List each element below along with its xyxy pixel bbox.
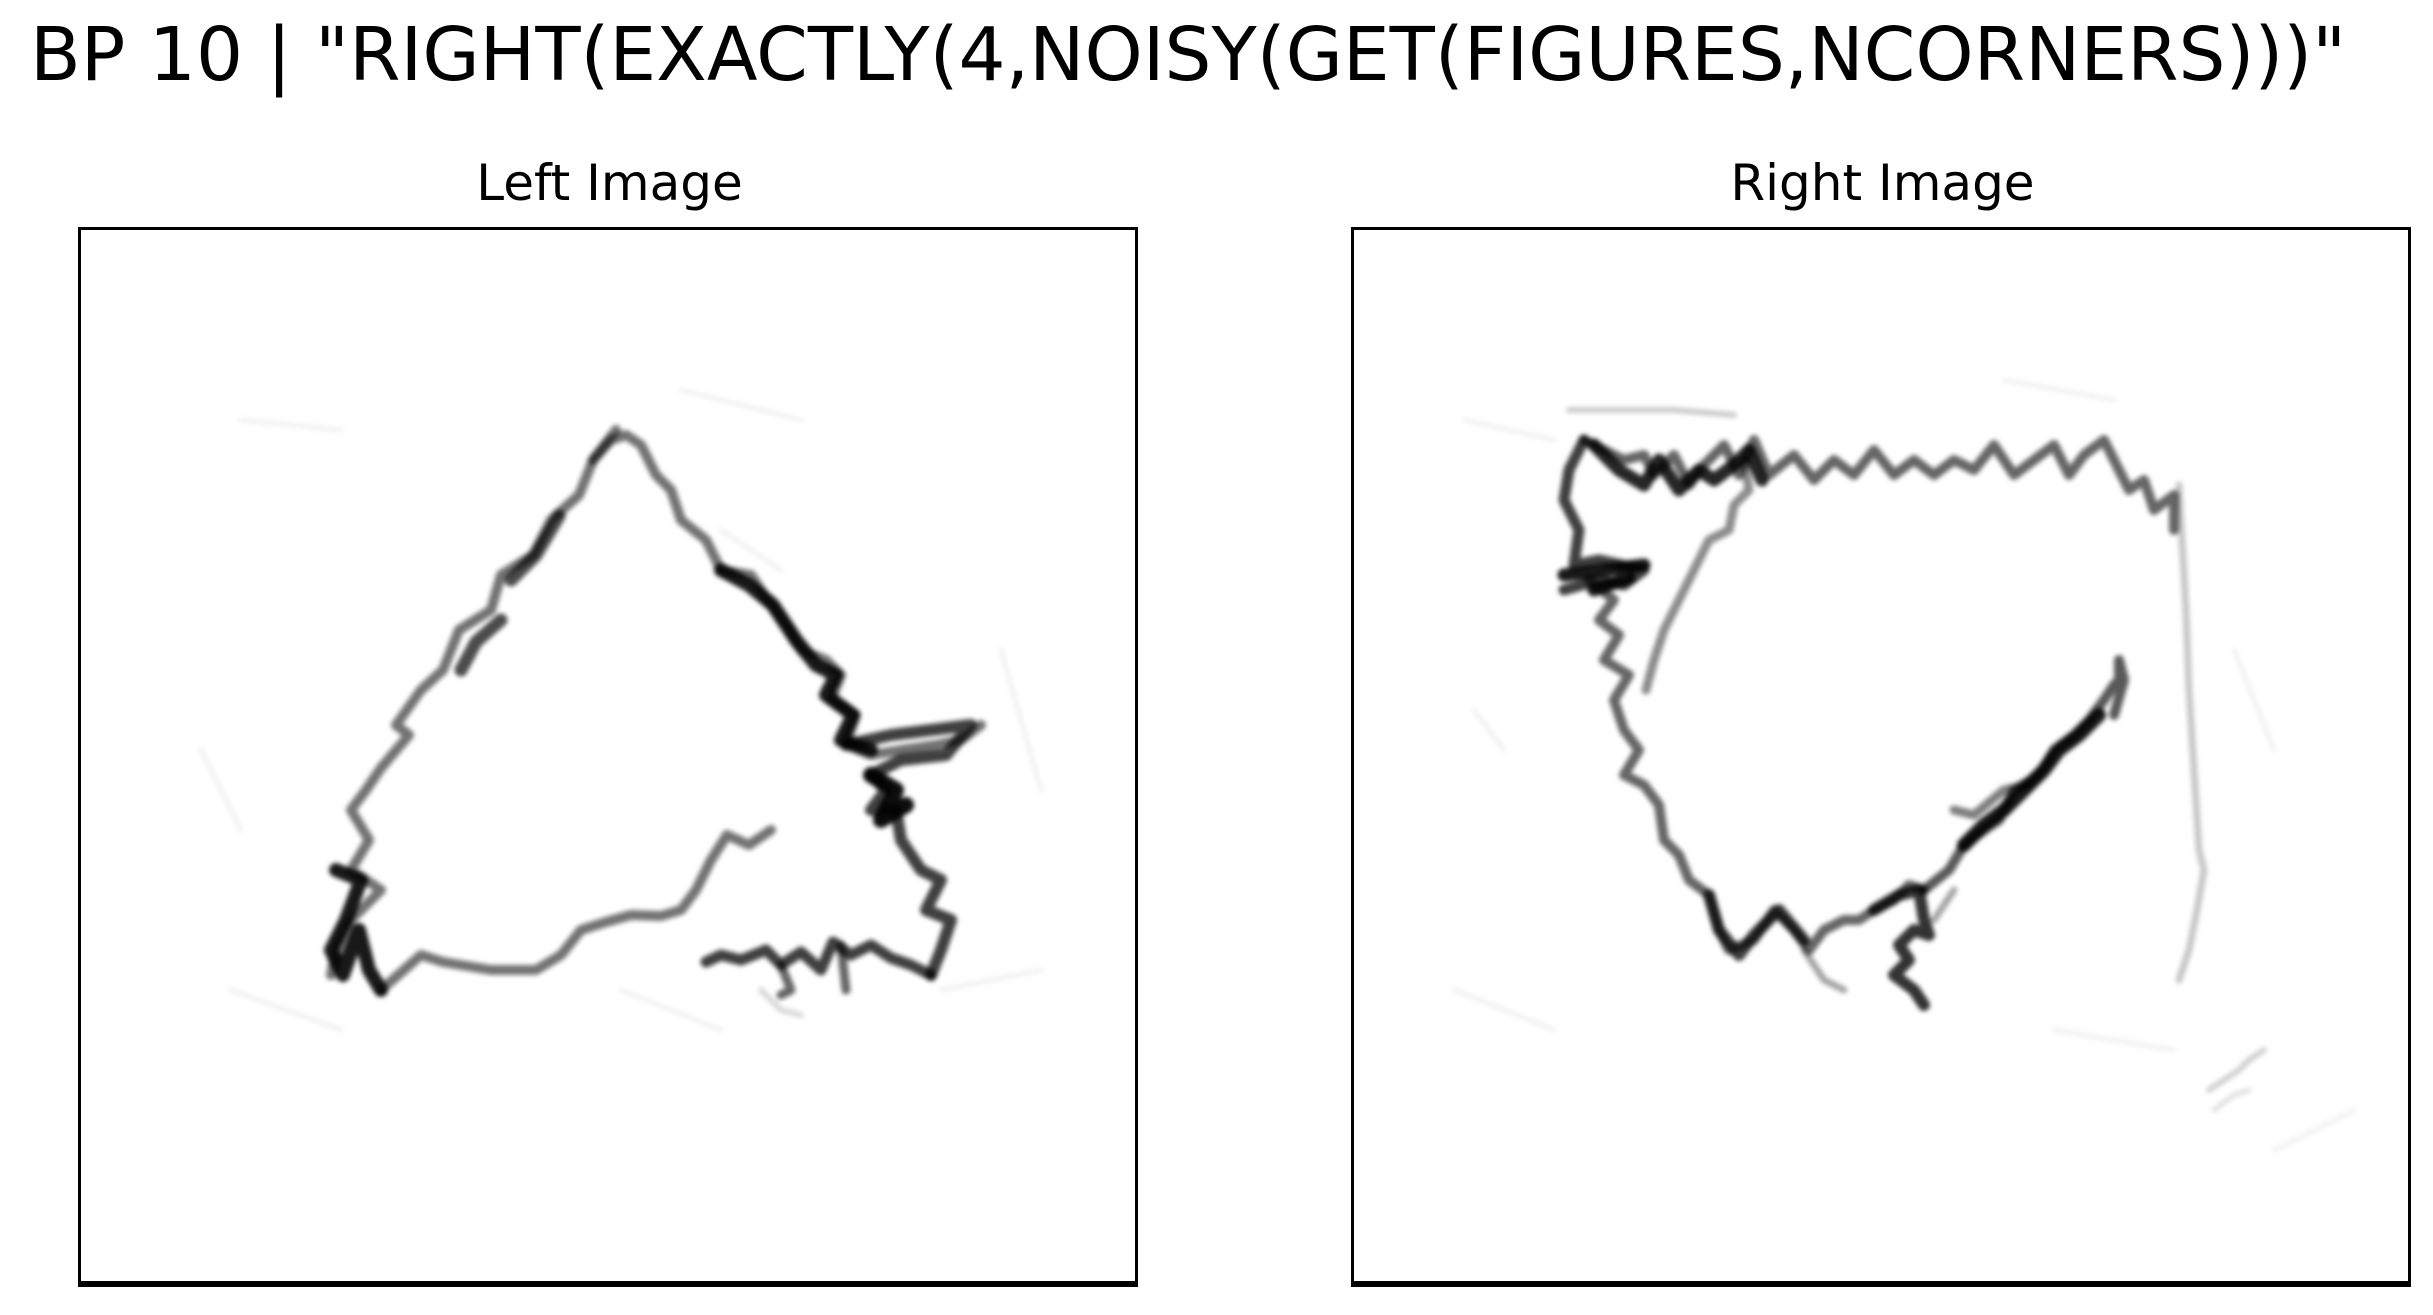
noisy-triangle-figure — [198, 387, 1044, 1033]
left-panel-title: Left Image — [476, 154, 743, 212]
left-image-panel — [78, 227, 1138, 1287]
right-panel-title: Right Image — [1730, 154, 2035, 212]
noisy-quadrilateral-figure — [1451, 377, 2357, 1153]
right-image-panel — [1351, 227, 2411, 1287]
figure-title: BP 10 | "RIGHT(EXACTLY(4,NOISY(GET(FIGUR… — [30, 12, 2347, 98]
